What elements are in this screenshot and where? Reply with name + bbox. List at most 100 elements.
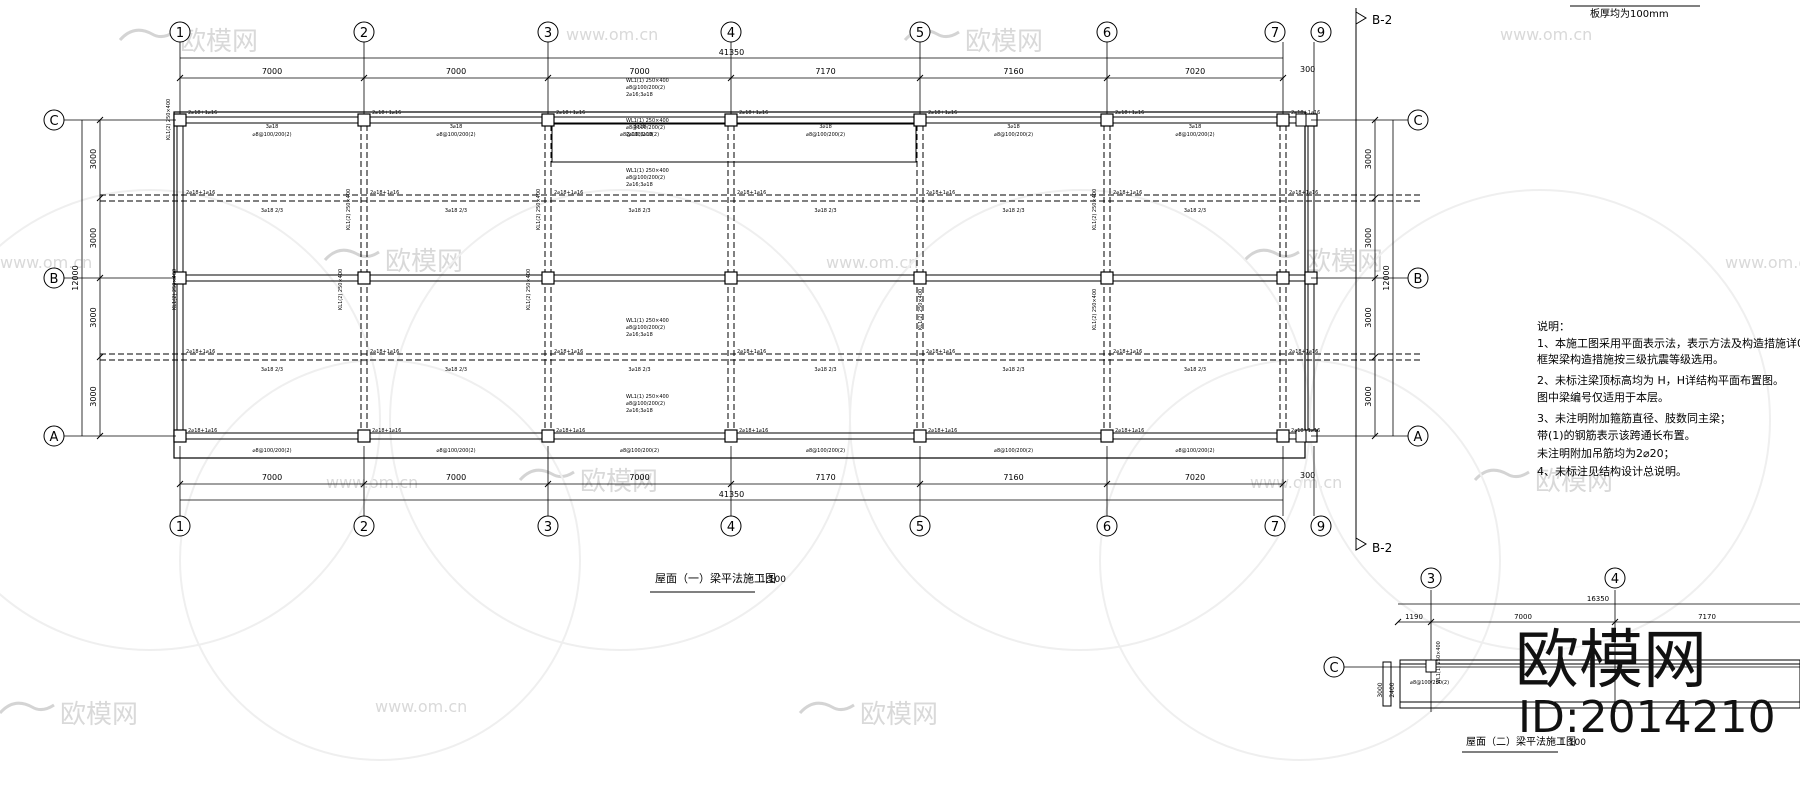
watermark-logo xyxy=(518,468,575,482)
note-line: 带(1)的钢筋表示该跨通长布置。 xyxy=(1537,428,1696,442)
watermark-logo xyxy=(1243,248,1300,262)
dim-value: 300 xyxy=(1300,471,1315,480)
dim-tick xyxy=(1371,274,1379,282)
grid-bubble xyxy=(537,515,559,537)
beam-label: 2⌀18+1⌀16 xyxy=(928,110,957,116)
dim-value: 7160 xyxy=(1003,473,1023,482)
beam-label-vertical: KL1(2) 250×400 xyxy=(918,289,924,330)
column xyxy=(541,113,555,127)
beam-label: ⌀8@100/200(2) xyxy=(994,132,1033,138)
drawing-scale: 1:100 xyxy=(760,575,786,585)
beam-label: 2⌀18+1⌀16 xyxy=(1291,110,1320,116)
dim-tick xyxy=(96,432,104,440)
grid-bubble xyxy=(353,515,375,537)
grid-bubble xyxy=(1264,21,1286,43)
grid-bubble xyxy=(1420,567,1442,589)
beam-label-vertical: KL1(2) 250×400 xyxy=(346,189,352,230)
column xyxy=(357,271,371,285)
watermark-url: www.om.cn xyxy=(375,697,467,716)
grid-bubble xyxy=(169,515,191,537)
column xyxy=(913,429,927,443)
beam-label-vertical: KL1(2) 250×400 xyxy=(536,189,542,230)
grid-label: 6 xyxy=(1103,26,1111,41)
grid-bubble xyxy=(1604,567,1626,589)
watermark-text: 欧模网 xyxy=(860,700,938,730)
dim-value: 12000 xyxy=(71,265,80,290)
dim-tick xyxy=(176,480,184,488)
beam-label-vertical: KL1(2) 250×400 xyxy=(166,99,172,140)
beam-label: ⌀8@100/200(2) xyxy=(626,125,665,131)
grid-label: C xyxy=(49,114,58,129)
beam-label: ⌀8@100/200(2) xyxy=(252,448,291,454)
beam-label: 2⌀18+1⌀16 xyxy=(186,190,215,196)
column xyxy=(1425,659,1437,673)
grid-label: 3 xyxy=(544,520,552,535)
beam-label: 2⌀18+1⌀16 xyxy=(928,428,957,434)
dim-tick xyxy=(1611,618,1619,626)
note-line: 4、未标注见结构设计总说明。 xyxy=(1537,464,1687,478)
beam-label: 2⌀18+1⌀16 xyxy=(554,190,583,196)
grid-label: 9 xyxy=(1317,520,1325,535)
beam-label: WL1(1) 250×400 xyxy=(626,78,669,84)
beam-label-vertical: KL1(2) 250×400 xyxy=(338,269,344,310)
beam-label: 2⌀18+1⌀16 xyxy=(739,428,768,434)
grid-bubble xyxy=(1407,267,1429,289)
beam-label: ⌀8@100/200(2) xyxy=(252,132,291,138)
beam-label: WL1(1) 250×400 xyxy=(626,318,669,324)
beam-label: 3⌀18 2/3 xyxy=(628,208,650,214)
beam-label: 2⌀18+1⌀16 xyxy=(372,110,401,116)
plan-lines xyxy=(100,111,1420,459)
beam-label: 3⌀18 xyxy=(266,124,279,130)
grid-bubble xyxy=(909,515,931,537)
grid-bubble xyxy=(1096,21,1118,43)
beam-label: 2⌀18+1⌀16 xyxy=(1289,349,1318,355)
beam-label: 3⌀18 2/3 xyxy=(1002,367,1024,373)
grid-label: 5 xyxy=(916,520,924,535)
beam-label: ⌀8@100/200(2) xyxy=(626,325,665,331)
column xyxy=(541,429,555,443)
watermark-ring xyxy=(1309,189,1771,651)
column xyxy=(913,271,927,285)
column xyxy=(1100,271,1114,285)
dim-tick xyxy=(727,480,735,488)
dim-value: 3000 xyxy=(1364,307,1373,327)
dim-value: 3000 xyxy=(1377,682,1384,697)
dim-tick xyxy=(96,194,104,202)
beam-label: 2⌀18+1⌀16 xyxy=(188,110,217,116)
grid-label: 7 xyxy=(1271,26,1279,41)
watermark-url: www.om.cn xyxy=(1725,253,1800,272)
column xyxy=(357,429,371,443)
beam-label: ⌀8@100/200(2) xyxy=(620,448,659,454)
beam-label: ⌀8@100/200(2) xyxy=(1410,680,1449,686)
beam-label: 2⌀18+1⌀16 xyxy=(1115,110,1144,116)
dim-tick xyxy=(1394,618,1402,626)
grid-label: 1 xyxy=(176,520,184,535)
beam-label: 2⌀18+1⌀16 xyxy=(739,110,768,116)
dim-value: 2400 xyxy=(1389,682,1396,697)
brand-overlay: 欧模网 ID:2014210 xyxy=(1515,624,1776,743)
grid-bubble xyxy=(43,109,65,131)
watermark-ring xyxy=(1099,359,1501,761)
watermark-ring xyxy=(849,189,1311,651)
beam-label: WL1(1) 250×400 xyxy=(626,394,669,400)
grid-label: 5 xyxy=(916,26,924,41)
grid-bubble xyxy=(720,21,742,43)
watermark-url: www.om.cn xyxy=(1500,25,1592,44)
grid-label: C xyxy=(1329,661,1338,676)
column xyxy=(1100,113,1114,127)
column xyxy=(1295,429,1307,443)
dim-tick xyxy=(727,74,735,82)
dim-tick xyxy=(176,74,184,82)
dim-value: 7000 xyxy=(446,67,466,76)
watermark-logo xyxy=(323,248,380,262)
dim-tick xyxy=(1279,74,1287,82)
grid-bubble xyxy=(1407,425,1429,447)
beam-label: 2⌀18+1⌀16 xyxy=(1113,190,1142,196)
beam-label: ⌀8@100/200(2) xyxy=(626,175,665,181)
section-mark-top: B-2 B-2 xyxy=(1355,8,1392,555)
dim-value: 3000 xyxy=(1364,149,1373,169)
beam-label: ⌀8@100/200(2) xyxy=(436,132,475,138)
